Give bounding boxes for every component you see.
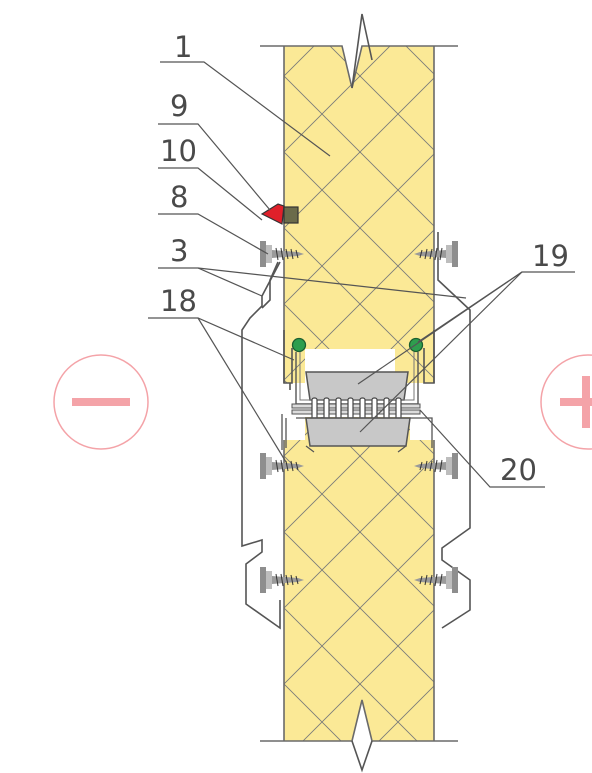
upper-edge-profile-right — [423, 330, 435, 384]
sealing-tape-icon — [283, 206, 299, 224]
lower-bracket — [281, 414, 433, 453]
label-10: 10 — [160, 134, 197, 168]
upper-sandwich-panel — [260, 45, 458, 383]
callout-labels: 1 9 10 8 3 18 19 20 — [160, 30, 569, 487]
leader-lines — [148, 61, 575, 488]
break-line-top — [351, 13, 373, 89]
label-18: 18 — [160, 284, 197, 318]
label-1: 1 — [174, 30, 192, 64]
break-line-bottom — [351, 740, 373, 773]
right-flashing — [437, 232, 471, 629]
lower-sandwich-panel — [260, 417, 458, 742]
minus-sign-icon — [53, 354, 149, 450]
left-flashing-inner — [261, 261, 279, 309]
gasket-left-icon — [291, 337, 307, 353]
label-3: 3 — [170, 234, 188, 268]
label-19: 19 — [532, 239, 569, 273]
left-flashing — [241, 261, 281, 630]
label-8: 8 — [170, 180, 188, 214]
plus-sign-icon — [540, 354, 592, 450]
label-20: 20 — [500, 453, 537, 487]
label-9: 9 — [170, 89, 188, 123]
sealant-strip-icon — [260, 203, 285, 225]
upper-edge-profile-left — [283, 330, 293, 390]
